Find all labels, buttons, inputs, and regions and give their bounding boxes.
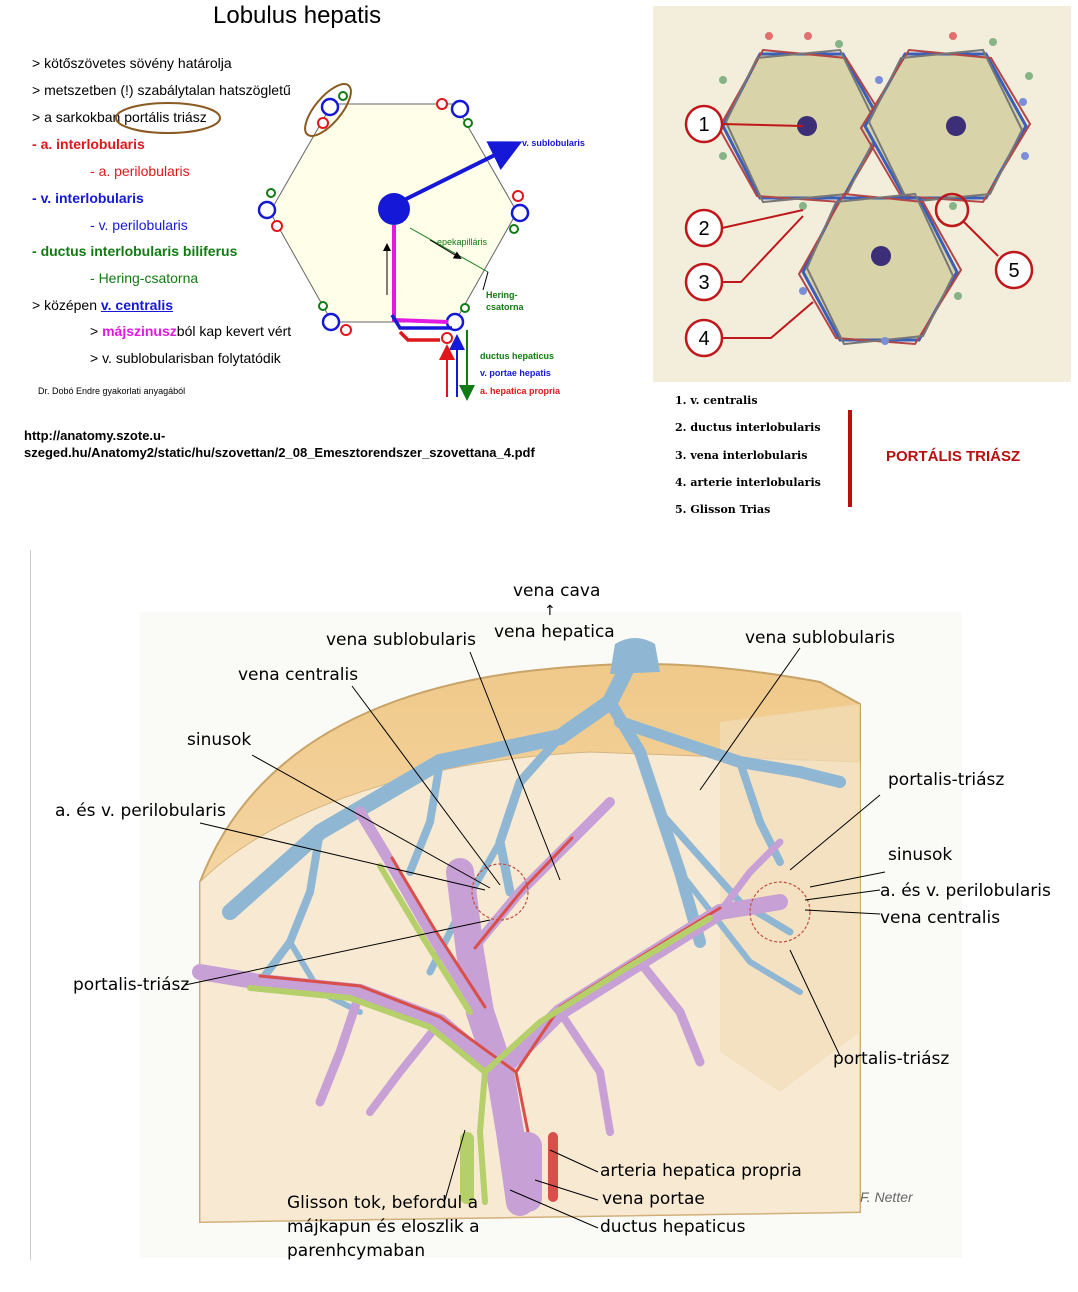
label-hering-2: csatorna (486, 302, 525, 312)
netter-leader-lines (184, 647, 886, 1229)
bullet-hering: - Hering-csatorna (90, 270, 199, 286)
label-perilob-right: a. és v. perilobularis (880, 881, 1051, 901)
bullet-sublobularis: > v. sublobularisban folytatódik (90, 350, 281, 366)
corner-triad-top-left (317, 91, 348, 129)
triad-legend-1: 1. v. centralis (675, 394, 758, 407)
label-sinusok-right: sinusok (888, 845, 953, 865)
label-v-portae: v. portae hepatis (480, 368, 551, 378)
callout-3: 3 (698, 272, 709, 294)
lobulus-title: Lobulus hepatis (213, 2, 382, 29)
source-url: http://anatomy.szote.u-szeged.hu/Anatomy… (24, 428, 535, 460)
lobule-3 (797, 192, 963, 346)
label-portalis-right-top: portalis-triász (888, 770, 1005, 790)
label-vena-cava-arrow: ↑ (544, 603, 556, 619)
triad-title: PORTÁLIS TRIÁSZ (886, 448, 1021, 465)
corner-triad-bottom-left (318, 301, 352, 336)
bullet-3: > a sarkokban portális triász (32, 109, 207, 125)
triad-legend-2: 2. ductus interlobularis (675, 421, 821, 434)
label-hering-1: Hering- (486, 290, 518, 300)
label-portalis-right-bottom: portalis-triász (833, 1049, 950, 1069)
bullet-v-interlobularis: - v. interlobularis (32, 190, 144, 206)
label-a-hepatica: a. hepatica propria (480, 386, 561, 396)
text-highlight-ellipse (115, 102, 221, 134)
label-vena-sublobularis-left: vena sublobularis (326, 630, 476, 650)
label-arteria-hepatica: arteria hepatica propria (600, 1161, 802, 1181)
label-epekapillaris: epekapilláris (437, 237, 488, 247)
lobule-2 (859, 48, 1032, 204)
corner-triad-top-right (436, 98, 473, 128)
label-vena-sublobularis-right: vena sublobularis (745, 628, 895, 648)
label-vena-hepatica: vena hepatica (494, 622, 615, 642)
label-ductus-hepaticus: ductus hepaticus (600, 1217, 746, 1237)
triad-highlight-ellipse (304, 83, 352, 137)
lobule-cluster-right (749, 881, 811, 943)
label-vena-centralis-right: vena centralis (880, 908, 1001, 928)
label-vena-centralis-left: vena centralis (238, 665, 359, 685)
label-glisson-1: Glisson tok, befordul a (287, 1193, 479, 1213)
divider (30, 550, 31, 1260)
epekapillaris-line (409, 227, 489, 273)
label-portalis-left: portalis-triász (73, 975, 190, 995)
bullet-1: > kötőszövetes sövény határolja (32, 55, 232, 71)
arterial-flow-red (398, 330, 440, 342)
label-vena-cava: vena cava (513, 581, 601, 601)
label-vena-portae: vena portae (602, 1189, 705, 1209)
label-sinusok-left: sinusok (187, 730, 252, 750)
corner-triad-right (509, 190, 530, 234)
corner-dots (719, 32, 1033, 345)
artist-signature: F. Netter (860, 1189, 914, 1205)
portal-flow-blue (390, 314, 452, 330)
credit: Dr. Dobó Endre gyakorlati anyagából (38, 386, 186, 396)
bullet-v-perilobularis: - v. perilobularis (90, 217, 188, 233)
callout-2: 2 (698, 218, 709, 240)
bullet-2: > metszetben (!) szabálytalan hatszöglet… (32, 82, 291, 98)
bullet-a-perilobularis: - a. perilobularis (90, 163, 190, 179)
triad-legend-3: 3. vena interlobularis (675, 449, 808, 462)
label-glisson-2: májkapun és eloszlik a (287, 1217, 480, 1237)
label-v-sublobularis: v. sublobularis (522, 138, 585, 148)
bullet-a-interlobularis: - a. interlobularis (32, 136, 145, 152)
liver-cut-face (199, 751, 861, 1223)
epekapillaris-pointer (429, 239, 462, 260)
lobule-diagram: v. sublobularis epekapilláris Hering- cs… (115, 83, 585, 401)
lobule-cluster-left (471, 863, 529, 921)
triad-legend-4: 4. arterie interlobularis (675, 476, 821, 489)
triad-legend-5: 5. Glisson Trias (675, 503, 771, 516)
bullet-ductus: - ductus interlobularis biliferus (32, 243, 238, 259)
corner-triad-left (257, 188, 283, 232)
label-ductus-hepaticus: ductus hepaticus (480, 351, 554, 361)
bullet-majszinusz: > májszinuszból kap kevert vért (90, 323, 292, 339)
label-glisson-3: parenhcymaban (287, 1241, 426, 1261)
callout-5: 5 (1008, 260, 1019, 282)
sublobularis-arrow (397, 141, 523, 205)
triad-bracket (848, 410, 852, 507)
bile-duct-trunk (460, 1132, 474, 1204)
callout-1: 1 (698, 114, 709, 136)
bullet-centralis: > középen v. centralis (32, 297, 174, 313)
label-perilob-left: a. és v. perilobularis (55, 801, 226, 821)
triad-panel: 1 2 3 4 5 (653, 6, 1071, 382)
bile-duct-tree (247, 863, 713, 1205)
vena-hepatica-trunk (610, 638, 660, 674)
callout-4: 4 (698, 328, 709, 350)
